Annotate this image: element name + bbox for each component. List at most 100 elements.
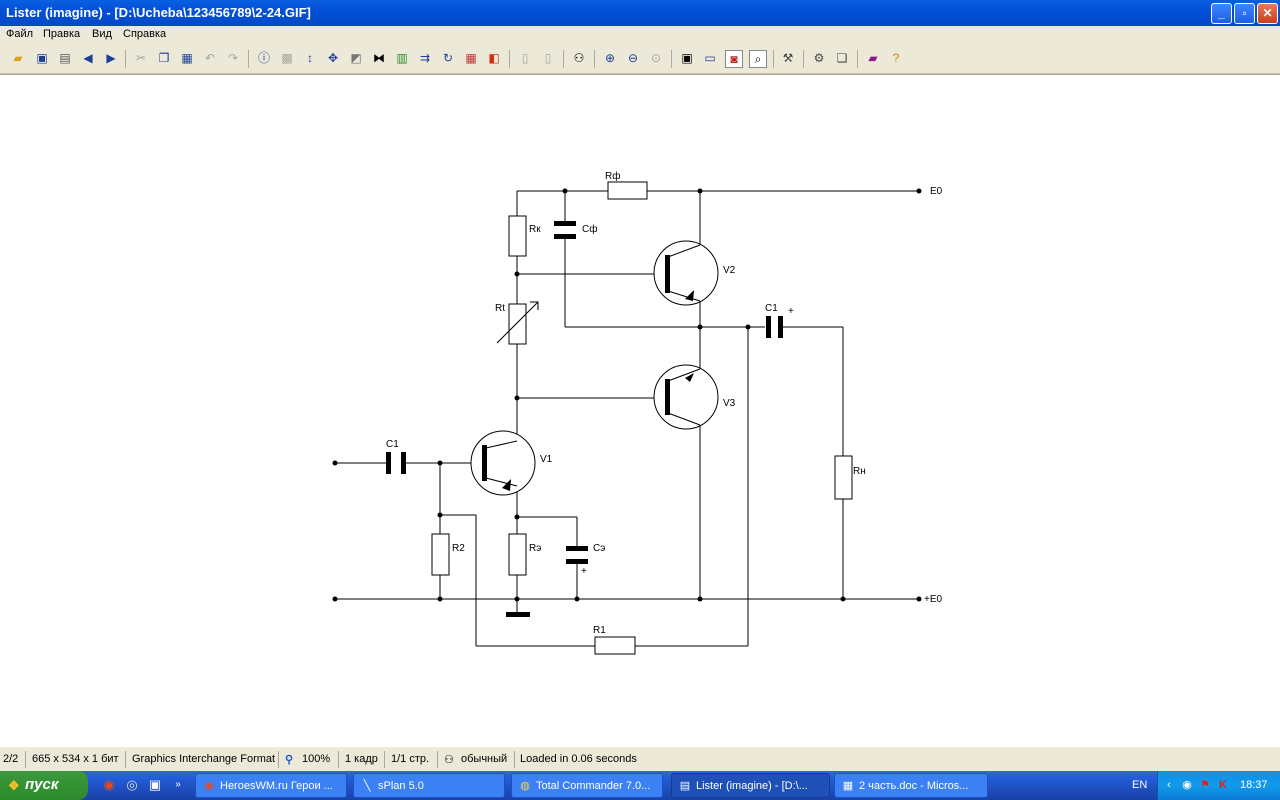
- taskbar: ❖ пуск ◉ ◎ ▣ » ◉ HeroesWM.ru Герои ... ╲…: [0, 771, 1280, 800]
- color-adjust-icon[interactable]: ▥: [396, 51, 408, 65]
- zoom-reset-icon[interactable]: ⊙: [650, 51, 662, 65]
- cut-icon[interactable]: ✂: [135, 51, 147, 65]
- label-cf: Сф: [582, 223, 597, 235]
- zoom-in-icon[interactable]: ⊕: [604, 51, 616, 65]
- quicklaunch-opera-icon[interactable]: ◉: [103, 777, 115, 792]
- save-icon[interactable]: ▣: [36, 51, 48, 65]
- menu-bar: Файл Правка Вид Справка: [0, 26, 1280, 45]
- status-separator: [514, 751, 515, 768]
- total-commander-icon: ◍: [520, 780, 530, 792]
- back-icon[interactable]: ◀: [83, 51, 93, 65]
- toolbar-separator: [248, 50, 249, 68]
- system-tray: ‹ ◉ ⚑ K 18:37: [1157, 771, 1280, 800]
- label-rt: Rt: [495, 303, 505, 314]
- start-label: пуск: [25, 776, 59, 793]
- task-browser[interactable]: ◉ HeroesWM.ru Герои ...: [195, 773, 347, 798]
- prev-page-icon[interactable]: ▯: [521, 51, 529, 65]
- splan-icon: ╲: [363, 780, 371, 792]
- clock[interactable]: 18:37: [1240, 779, 1268, 791]
- copy-files-icon[interactable]: ❏: [836, 51, 848, 65]
- mode-icon: ⚇: [444, 754, 454, 766]
- toolbar-separator: [563, 50, 564, 68]
- status-zoom[interactable]: 100%: [302, 753, 331, 765]
- crop-icon[interactable]: ◩: [350, 51, 362, 65]
- undo-icon[interactable]: ↶: [204, 51, 216, 65]
- zoom-out-icon[interactable]: ⊖: [627, 51, 639, 65]
- fit-size-icon[interactable]: ✥: [327, 51, 339, 65]
- monitor-icon[interactable]: ▭: [704, 51, 716, 65]
- view-mode-icon[interactable]: ⚇: [573, 51, 585, 65]
- minimize-icon: _: [1218, 6, 1225, 20]
- status-separator: [278, 751, 279, 768]
- image-viewport[interactable]: Rф Е0 Rк Сф V2 Rt С1 + V3 С1 V1 Rн R2 Rэ…: [0, 74, 1280, 747]
- status-separator: [125, 751, 126, 768]
- label-v2: V2: [723, 265, 736, 276]
- minimize-button[interactable]: _: [1211, 3, 1232, 24]
- info-icon[interactable]: ⓘ: [257, 51, 270, 65]
- menu-view[interactable]: Вид: [92, 28, 112, 40]
- close-button[interactable]: ✕: [1257, 3, 1278, 24]
- plugin-icon[interactable]: ⚙: [813, 51, 825, 65]
- task-splan[interactable]: ╲ sPlan 5.0: [353, 773, 505, 798]
- print-icon[interactable]: ▤: [59, 51, 71, 65]
- quicklaunch-more-icon[interactable]: »: [175, 779, 181, 790]
- task-label: HeroesWM.ru Герои ...: [220, 780, 333, 792]
- label-re: Rэ: [529, 543, 541, 554]
- task-total-commander[interactable]: ◍ Total Commander 7.0...: [511, 773, 663, 798]
- resize-icon[interactable]: ⇉: [419, 51, 431, 65]
- label-c1-out: С1: [765, 303, 778, 314]
- copy-icon[interactable]: ❐: [158, 51, 170, 65]
- status-dimensions: 665 x 534 x 1 бит: [32, 753, 119, 765]
- status-format: Graphics Interchange Format: [132, 753, 276, 765]
- help-icon[interactable]: ?: [892, 51, 900, 65]
- tray-network-icon[interactable]: ◉: [1182, 779, 1192, 791]
- title-bar[interactable]: Lister (imagine) - [D:\Ucheba\123456789\…: [0, 0, 1280, 26]
- magnifier-icon[interactable]: ⌕: [749, 50, 767, 68]
- task-lister[interactable]: ▤ Lister (imagine) - [D:\...: [671, 773, 830, 798]
- label-v3: V3: [723, 398, 736, 409]
- status-separator: [25, 751, 26, 768]
- forward-icon[interactable]: ▶: [106, 51, 116, 65]
- toolbar-separator: [509, 50, 510, 68]
- menu-file[interactable]: Файл: [6, 28, 34, 40]
- slideshow-icon[interactable]: ◙: [725, 50, 743, 68]
- open-icon[interactable]: ▰: [13, 51, 23, 65]
- fit-height-icon[interactable]: ↕: [307, 51, 313, 65]
- fullscreen-icon[interactable]: ▣: [681, 51, 693, 65]
- scanner-icon[interactable]: ▩: [281, 51, 293, 65]
- language-indicator[interactable]: EN: [1132, 779, 1148, 791]
- quicklaunch-media-icon[interactable]: ◎: [126, 777, 138, 792]
- label-v1: V1: [540, 454, 553, 465]
- menu-help[interactable]: Справка: [123, 28, 167, 40]
- label-e0-bottom: +Е0: [924, 594, 943, 605]
- palette-icon[interactable]: ▦: [465, 51, 477, 65]
- book-icon[interactable]: ▰: [868, 51, 878, 65]
- flip-icon[interactable]: ⧓: [373, 51, 385, 65]
- status-bar: 2/2 665 x 534 x 1 бит Graphics Interchan…: [0, 749, 1280, 770]
- status-frames: 1 кадр: [345, 753, 378, 765]
- circuit-schematic: Rф Е0 Rк Сф V2 Rt С1 + V3 С1 V1 Rн R2 Rэ…: [332, 170, 943, 655]
- next-page-icon[interactable]: ▯: [544, 51, 552, 65]
- maximize-button[interactable]: ▫: [1234, 3, 1255, 24]
- windows-logo-icon: ❖: [8, 778, 20, 793]
- word-icon: ▦: [842, 780, 854, 792]
- task-word[interactable]: ▦ 2 часть.doc - Micros...: [834, 773, 988, 798]
- window-title: Lister (imagine) - [D:\Ucheba\123456789\…: [6, 5, 311, 20]
- browser-icon: ◉: [204, 780, 214, 792]
- quicklaunch-save-icon[interactable]: ▣: [148, 777, 162, 792]
- tray-flag-icon[interactable]: ⚑: [1200, 779, 1210, 791]
- task-label: Total Commander 7.0...: [536, 780, 651, 792]
- tray-antivirus-icon[interactable]: K: [1219, 779, 1227, 791]
- toolbar-separator: [857, 50, 858, 68]
- rotate-icon[interactable]: ↻: [442, 51, 454, 65]
- tray-arrow-icon[interactable]: ‹: [1167, 779, 1171, 791]
- paste-icon[interactable]: ▦: [181, 51, 193, 65]
- effects-icon[interactable]: ◧: [488, 51, 500, 65]
- tools-icon[interactable]: ⚒: [782, 51, 794, 65]
- redo-icon[interactable]: ↷: [227, 51, 239, 65]
- label-r2: R2: [452, 543, 465, 554]
- start-button[interactable]: ❖ пуск: [0, 771, 88, 800]
- toolbar-separator: [773, 50, 774, 68]
- maximize-icon: ▫: [1242, 6, 1247, 20]
- menu-edit[interactable]: Правка: [43, 28, 81, 40]
